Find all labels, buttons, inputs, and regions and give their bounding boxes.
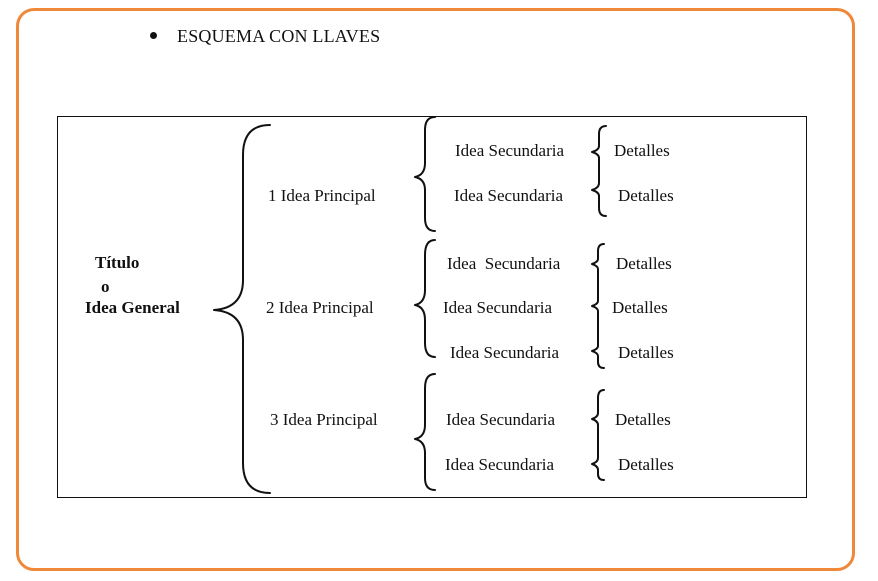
principal-1: 1 Idea Principal <box>268 186 376 205</box>
principal-3: 3 Idea Principal <box>270 410 378 429</box>
bullet-icon <box>150 32 157 40</box>
root-idea-general: Idea General <box>85 298 180 317</box>
heading: ESQUEMA CON LLAVES <box>150 26 380 47</box>
secundaria-2-3: Idea Secundaria <box>450 343 560 362</box>
heading-text: ESQUEMA CON LLAVES <box>177 26 381 46</box>
secundaria-1-1: Idea Secundaria <box>455 141 565 160</box>
root-title: Título <box>95 253 140 272</box>
detalle-7: Detalles <box>618 455 674 474</box>
secundaria-2-1: Idea Secundaria <box>447 254 561 273</box>
detalle-1: Detalles <box>614 141 670 160</box>
secundaria-3-2: Idea Secundaria <box>445 455 555 474</box>
detalle-5: Detalles <box>618 343 674 362</box>
detalle-6: Detalles <box>615 410 671 429</box>
detalle-4: Detalles <box>612 298 668 317</box>
secundaria-1-2: Idea Secundaria <box>454 186 564 205</box>
detalle-3: Detalles <box>616 254 672 273</box>
root-or: o <box>101 277 110 296</box>
detalle-2: Detalles <box>618 186 674 205</box>
secundaria-2-2: Idea Secundaria <box>443 298 553 317</box>
principal-2: 2 Idea Principal <box>266 298 374 317</box>
secundaria-3-1: Idea Secundaria <box>446 410 556 429</box>
outer-frame <box>16 8 855 571</box>
